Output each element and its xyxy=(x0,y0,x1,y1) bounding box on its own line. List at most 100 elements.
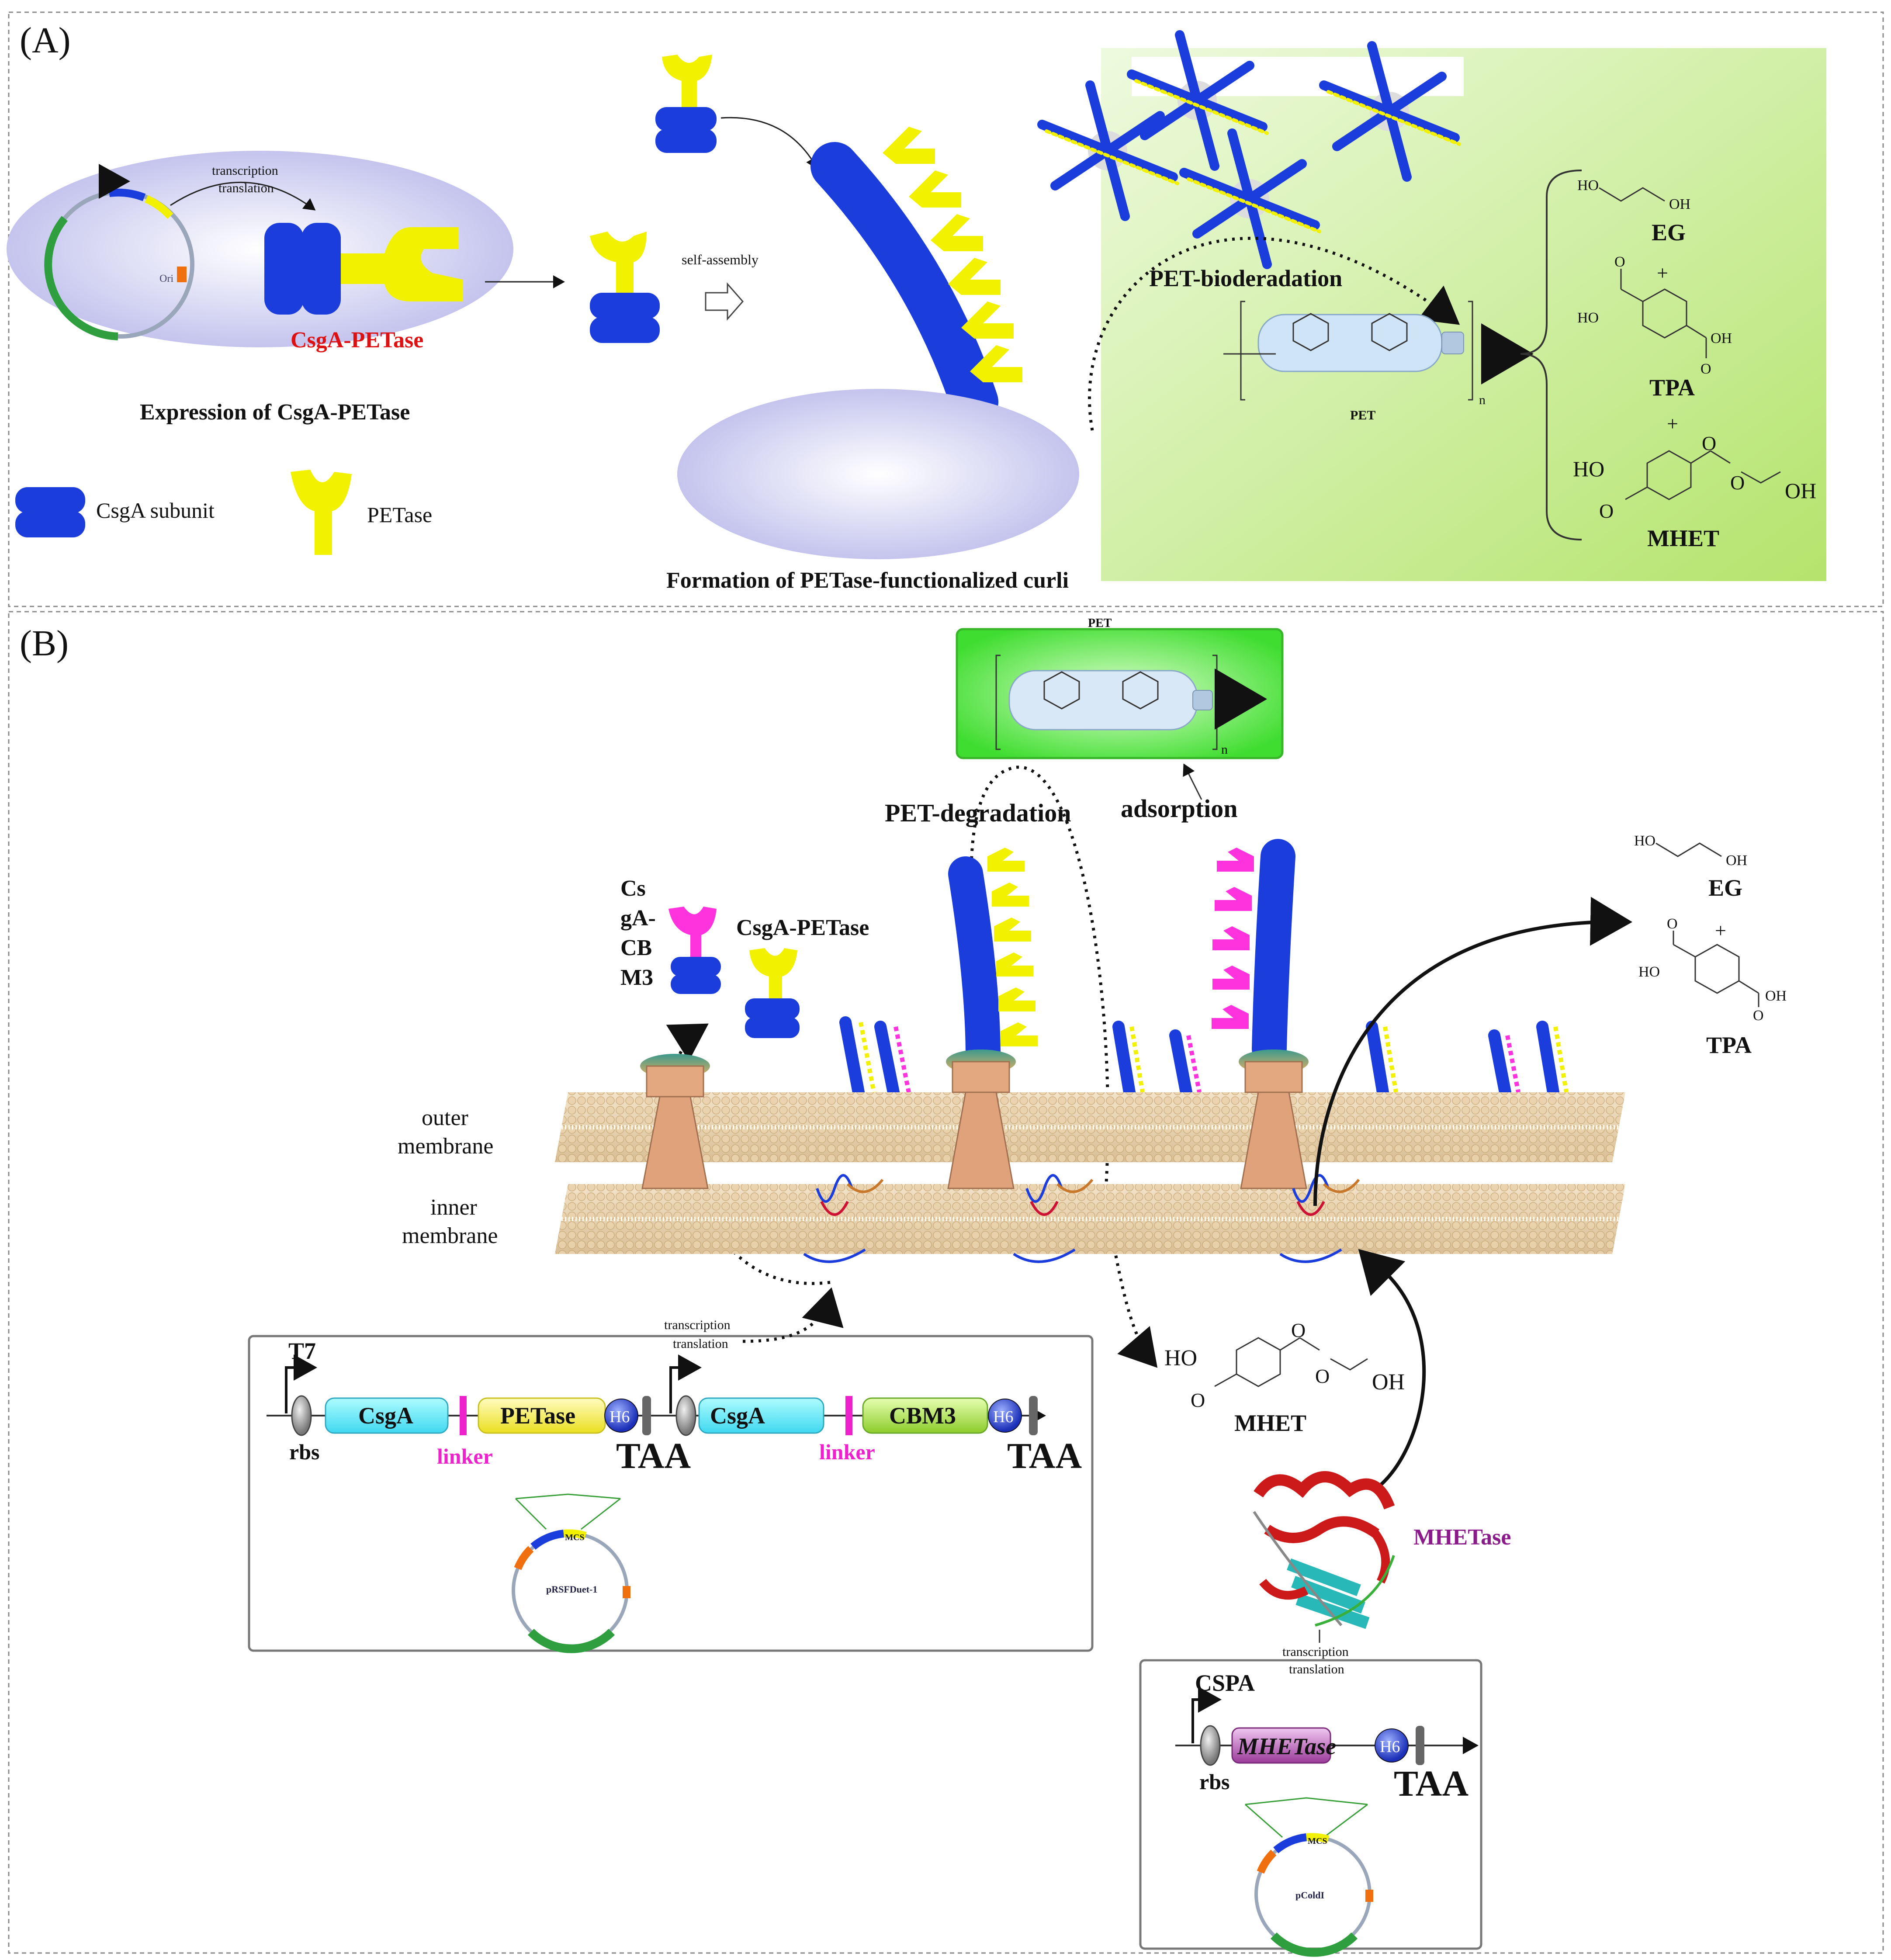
secretion-arrow-2 xyxy=(693,1162,831,1285)
mhet-o1-a: O xyxy=(1702,432,1716,454)
transcription-label-b1: transcription xyxy=(664,1318,731,1332)
taa-label-3: TAA xyxy=(1394,1763,1468,1804)
pet-degradation-label: PET-degradation xyxy=(885,799,1071,827)
legend-petase-label: PETase xyxy=(367,502,432,527)
panel-a-frame xyxy=(8,11,1884,607)
plus-2-a: + xyxy=(1667,412,1678,435)
csga-cbm3-line3: CB xyxy=(620,935,652,960)
eg-oh-a: OH xyxy=(1669,196,1690,212)
legend-petase-icon xyxy=(291,470,352,555)
csga-petase-monomer-top xyxy=(655,55,717,153)
csga-petase-fusion xyxy=(264,223,463,315)
petase-array-b xyxy=(987,848,1038,1046)
pet-degradation-loop xyxy=(969,765,1110,1198)
rbs-2 xyxy=(675,1395,696,1436)
rbs-1 xyxy=(291,1395,312,1436)
mhetase-protein xyxy=(1252,1471,1413,1630)
csgg-pore-3 xyxy=(1239,1049,1309,1189)
mhet-structure-b xyxy=(1214,1337,1368,1387)
panel-b-frame xyxy=(8,611,1884,1954)
plasmid-a: Ori xyxy=(44,164,194,340)
h6-tag-2 xyxy=(988,1399,1022,1433)
mhet-o2-a: O xyxy=(1730,471,1745,494)
outer-membrane-label-1: outer xyxy=(422,1105,468,1130)
eg-structure-b xyxy=(1655,842,1722,857)
plasmid-prsfduet xyxy=(512,1493,630,1653)
tpa-o1-a: O xyxy=(1614,254,1625,270)
mhet-structure-a xyxy=(1625,450,1781,500)
fusion-label: CsgA-PETase xyxy=(291,328,423,353)
pet-label-a: PET xyxy=(1350,408,1375,422)
mhet-o3-a: O xyxy=(1599,500,1614,522)
inner-membrane-label-2: membrane xyxy=(402,1223,498,1248)
h6-tag-1-label: H6 xyxy=(610,1408,630,1426)
pet-structure-a xyxy=(1223,301,1473,401)
gene-petase-label: PETase xyxy=(500,1402,575,1429)
translation-label-b1: translation xyxy=(673,1337,728,1351)
cbm3-array-b xyxy=(1212,848,1254,1029)
mhet-ho-a: HO xyxy=(1573,457,1604,481)
curli-fiber-a xyxy=(810,142,998,426)
h6-tag-3-label: H6 xyxy=(1380,1738,1400,1756)
eg-label-b: EG xyxy=(1708,875,1742,901)
translation-label-b2: translation xyxy=(1289,1662,1344,1676)
mhetase-import-arrow-2 xyxy=(1358,1249,1406,1296)
csga-petase-monomer-b xyxy=(745,948,800,1038)
plasmid-pcold xyxy=(1245,1797,1373,1957)
curli-fiber-petase-b xyxy=(948,856,1001,1075)
gene-mhetase xyxy=(1231,1727,1331,1764)
h6-tag-2-label: H6 xyxy=(993,1408,1013,1426)
mhetase-label: MHETase xyxy=(1413,1525,1511,1550)
adsorption-label: adsorption xyxy=(1121,794,1238,823)
terminator-2 xyxy=(1029,1396,1038,1435)
outer-membrane xyxy=(555,1092,1625,1162)
cell-body-2 xyxy=(677,389,1079,559)
curli-caption: Formation of PETase-functionalized curli xyxy=(666,568,1069,593)
linker-2 xyxy=(845,1396,852,1435)
tpa-structure-a xyxy=(1620,269,1707,358)
mhet-label-a: MHET xyxy=(1647,525,1719,551)
gene-cbm3-label: CBM3 xyxy=(889,1402,956,1429)
gene-csga-2 xyxy=(698,1397,824,1434)
taa-label-1: TAA xyxy=(616,1436,691,1476)
gene-csga-1-label: CsgA xyxy=(358,1402,413,1429)
ori-label: Ori xyxy=(159,273,173,284)
rbs-label-1: rbs xyxy=(289,1440,319,1464)
tpa-structure-b xyxy=(1673,931,1759,1007)
panel-a-label: (A) xyxy=(20,20,71,61)
pet-n-b: n xyxy=(1221,742,1228,757)
adsorption-arrow xyxy=(1183,763,1202,800)
t7-label: T7 xyxy=(288,1338,316,1364)
mhet-o3-b: O xyxy=(1191,1389,1205,1411)
expression-caption: Expression of CsgA-PETase xyxy=(140,400,410,425)
tpa-label-b: TPA xyxy=(1706,1032,1752,1058)
plus-b: + xyxy=(1715,919,1726,942)
self-assembly-label: self-assembly xyxy=(682,252,758,267)
legend-csga-icon xyxy=(15,487,85,537)
product-export-arrow xyxy=(1313,897,1632,1206)
plasmid-1-label: pRSFDuet-1 xyxy=(546,1584,597,1595)
pet-n-a: n xyxy=(1479,393,1486,407)
h6-tag-1 xyxy=(604,1399,638,1433)
mhet-oh-a: OH xyxy=(1785,478,1816,503)
translation-label-a: translation xyxy=(218,181,274,195)
mhet-label-b: MHET xyxy=(1234,1410,1306,1436)
pet-label-b: PET xyxy=(1088,616,1112,630)
mcs-label-1: MCS xyxy=(565,1533,584,1542)
csga-cbm3-monomer xyxy=(668,907,721,994)
cell-body xyxy=(7,151,513,347)
linker-1 xyxy=(460,1396,467,1435)
csga-petase-label-b: CsgA-PETase xyxy=(736,915,869,940)
linker-1-label: linker xyxy=(437,1444,493,1468)
transcription-label-b2: transcription xyxy=(1282,1645,1349,1659)
mhet-ho-b: HO xyxy=(1164,1346,1197,1371)
mhet-o1-b: O xyxy=(1291,1319,1306,1341)
plus-1-a: + xyxy=(1657,262,1668,284)
linker-2-label: linker xyxy=(819,1440,875,1464)
plasmid-2-label: pColdI xyxy=(1295,1890,1324,1901)
rbs-3 xyxy=(1200,1725,1221,1766)
tpa-oh-a: OH xyxy=(1711,330,1732,346)
degradation-dotted-arrow xyxy=(1087,236,1460,431)
assembly-arrow xyxy=(720,117,818,170)
products-brace xyxy=(1520,170,1582,540)
